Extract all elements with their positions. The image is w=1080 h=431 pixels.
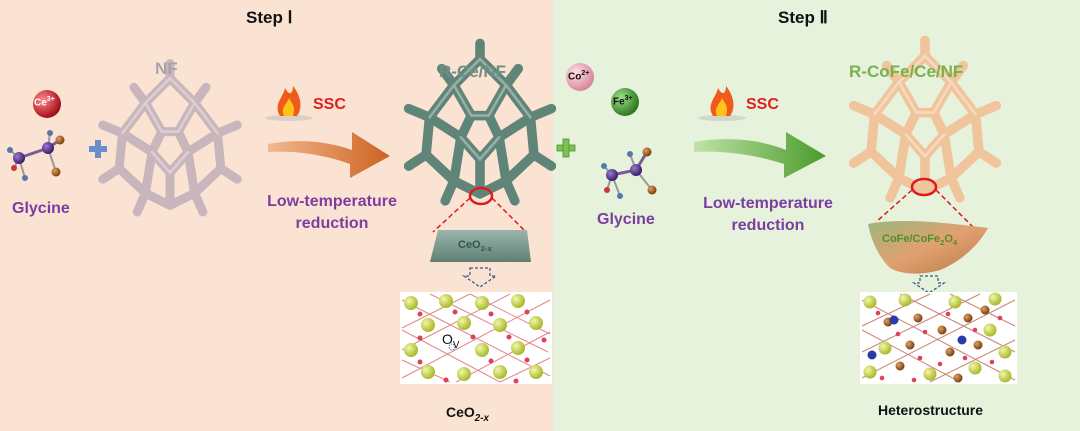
glycine-label-1: Glycine <box>12 200 70 217</box>
ceo2-caption: CeO2-x <box>446 404 489 424</box>
r-cofe-ce-nf-label: R-CoFe/Ce/NF <box>849 62 964 81</box>
ce3-ion-sphere <box>33 90 61 118</box>
fe3-ion-label: Fe3+ <box>613 95 633 108</box>
glycine-label-2: Glycine <box>597 211 655 228</box>
flame-icon-1 <box>265 86 313 121</box>
plus-icon-1 <box>89 140 107 158</box>
ceo2-sheet-label: CeO2-x <box>458 239 492 254</box>
heterostructure-inset <box>860 292 1017 384</box>
cofe-sheet <box>868 221 988 274</box>
arrow-1 <box>268 132 390 178</box>
ssc-label-2: SSC <box>746 96 779 113</box>
ssc-label-1: SSC <box>313 96 346 113</box>
heterostructure-caption: Heterostructure <box>878 402 984 418</box>
down-arrow-1 <box>461 267 499 288</box>
ceo2-sheet <box>430 230 531 262</box>
zoom-circle-2 <box>910 177 938 197</box>
zoom-circle-1 <box>468 186 494 206</box>
oxygen-vacancy-label: OV <box>442 331 460 351</box>
fe3-ion-sphere <box>611 88 639 116</box>
plus-icon-2 <box>556 138 576 158</box>
nf-label: NF <box>155 59 178 78</box>
glycine-molecule-2 <box>601 147 657 199</box>
arrow-2 <box>694 132 826 178</box>
r-ce-nf-label: R-Ce/NF <box>439 62 507 81</box>
co2-ion-label: Co2+ <box>568 70 590 83</box>
down-arrow-2 <box>911 275 947 294</box>
co2-ion-sphere <box>566 63 594 91</box>
ce3-ion-label: Ce3+ <box>34 96 55 109</box>
flame-icon-2 <box>698 86 746 121</box>
step-2-title: Step Ⅱ <box>778 8 828 27</box>
cofe-sheet-label: CoFe/CoFe2O4 <box>882 233 958 248</box>
nf-frame <box>103 64 237 212</box>
glycine-molecule-1 <box>7 130 65 181</box>
ceo2-crystal-inset <box>400 292 552 384</box>
step-1-title: Step Ⅰ <box>246 8 293 27</box>
